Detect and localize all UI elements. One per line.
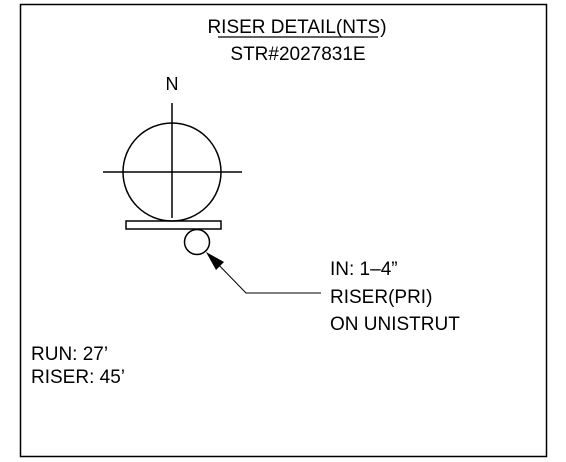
detail-title: RISER DETAIL(NTS) xyxy=(207,17,386,38)
leader-line xyxy=(211,257,321,294)
pole-symbol xyxy=(103,103,242,222)
north-label: N xyxy=(166,74,179,94)
unistrut-bar xyxy=(125,220,222,230)
callout-conduit-size: IN: 1–4” xyxy=(330,259,398,280)
riser-length: RISER: 45’ xyxy=(31,367,125,388)
callout-leader xyxy=(206,252,321,294)
callout-mounting: ON UNISTRUT xyxy=(330,314,460,335)
leader-arrowhead xyxy=(206,252,224,270)
riser-conduit xyxy=(183,228,211,256)
structure-number: STR#2027831E xyxy=(230,44,365,65)
sheet-border xyxy=(19,3,548,458)
run-length: RUN: 27’ xyxy=(31,344,108,365)
callout-riser-type: RISER(PRI) xyxy=(330,287,432,308)
